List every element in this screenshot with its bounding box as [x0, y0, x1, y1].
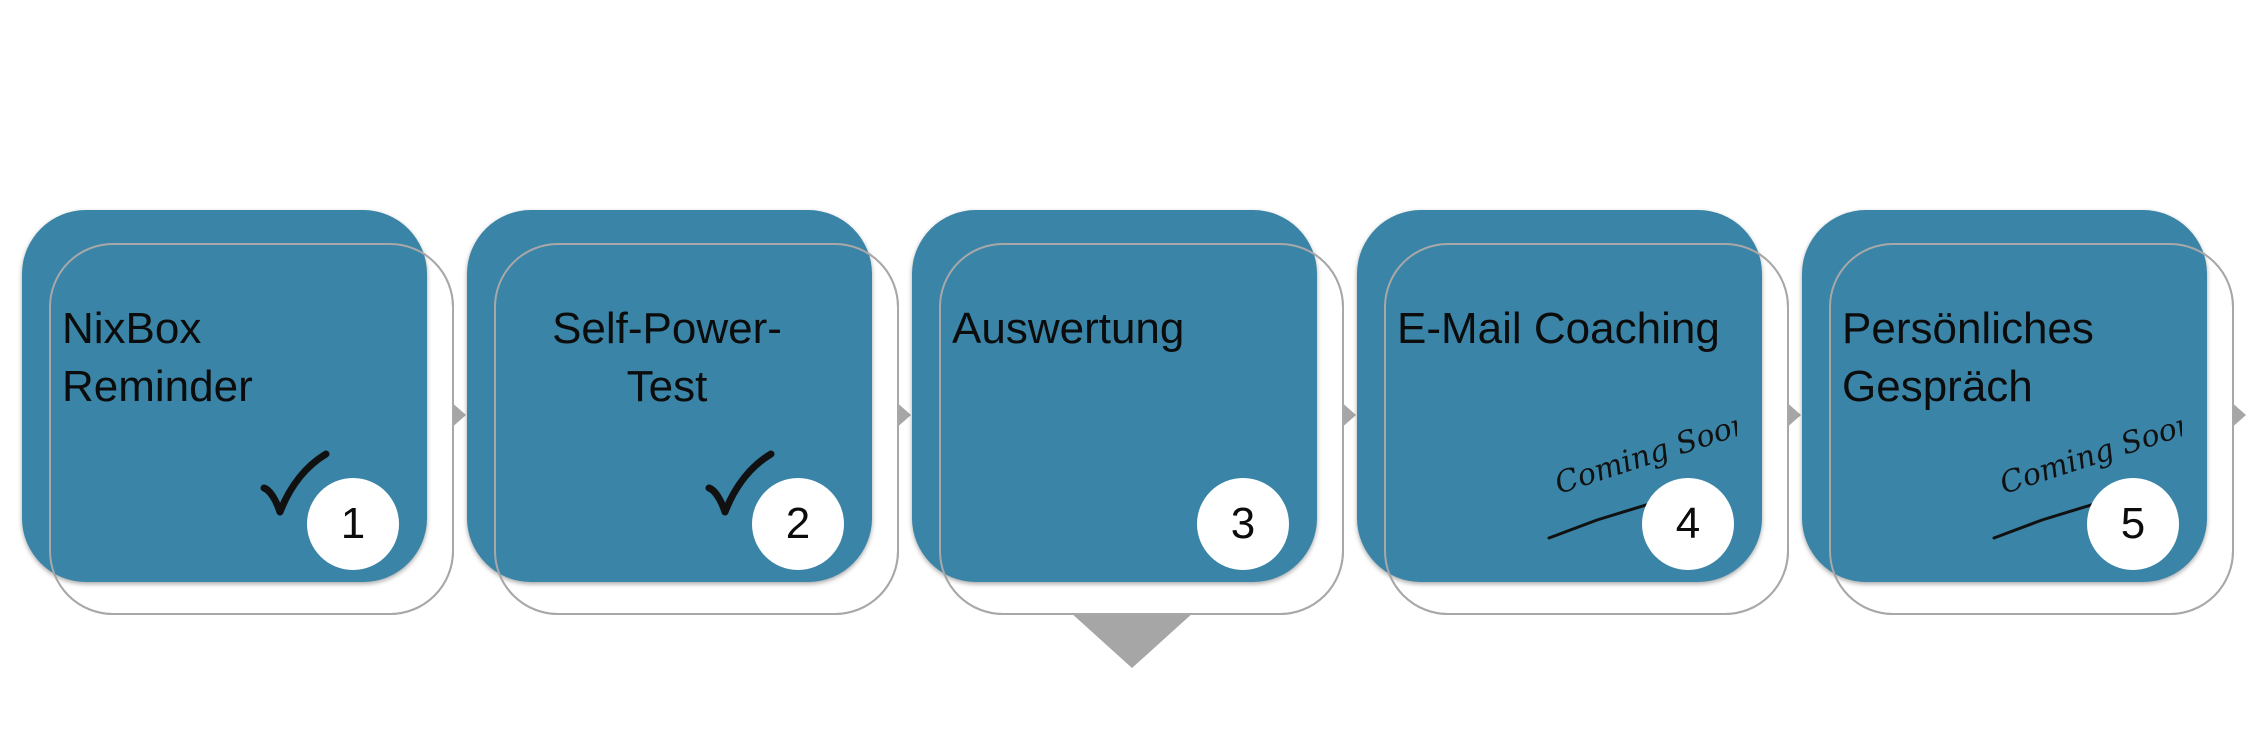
- step-label: Self-Power- Test: [552, 304, 782, 411]
- check-icon: [260, 450, 330, 516]
- step-label: NixBox Reminder: [62, 304, 253, 411]
- step-number-badge: 5: [2087, 478, 2179, 570]
- check-icon: [705, 450, 775, 516]
- step-number-badge: 2: [752, 478, 844, 570]
- step-5: Persönliches Gespräch Coming Soon! 5: [1802, 210, 2234, 615]
- step-3: Auswertung 3: [912, 210, 1344, 615]
- step-label: Persönliches Gespräch: [1842, 304, 2094, 411]
- step-number-badge: 3: [1197, 478, 1289, 570]
- step-number-badge: 4: [1642, 478, 1734, 570]
- step-number-badge: 1: [307, 478, 399, 570]
- step-1: NixBox Reminder 1: [22, 210, 454, 615]
- step-label: E-Mail Coaching: [1397, 304, 1720, 353]
- step-2: Self-Power- Test 2: [467, 210, 899, 615]
- step-4: E-Mail Coaching Coming Soon! 4: [1357, 210, 1789, 615]
- down-arrow-step-3: [1070, 612, 1194, 668]
- step-label: Auswertung: [952, 304, 1185, 353]
